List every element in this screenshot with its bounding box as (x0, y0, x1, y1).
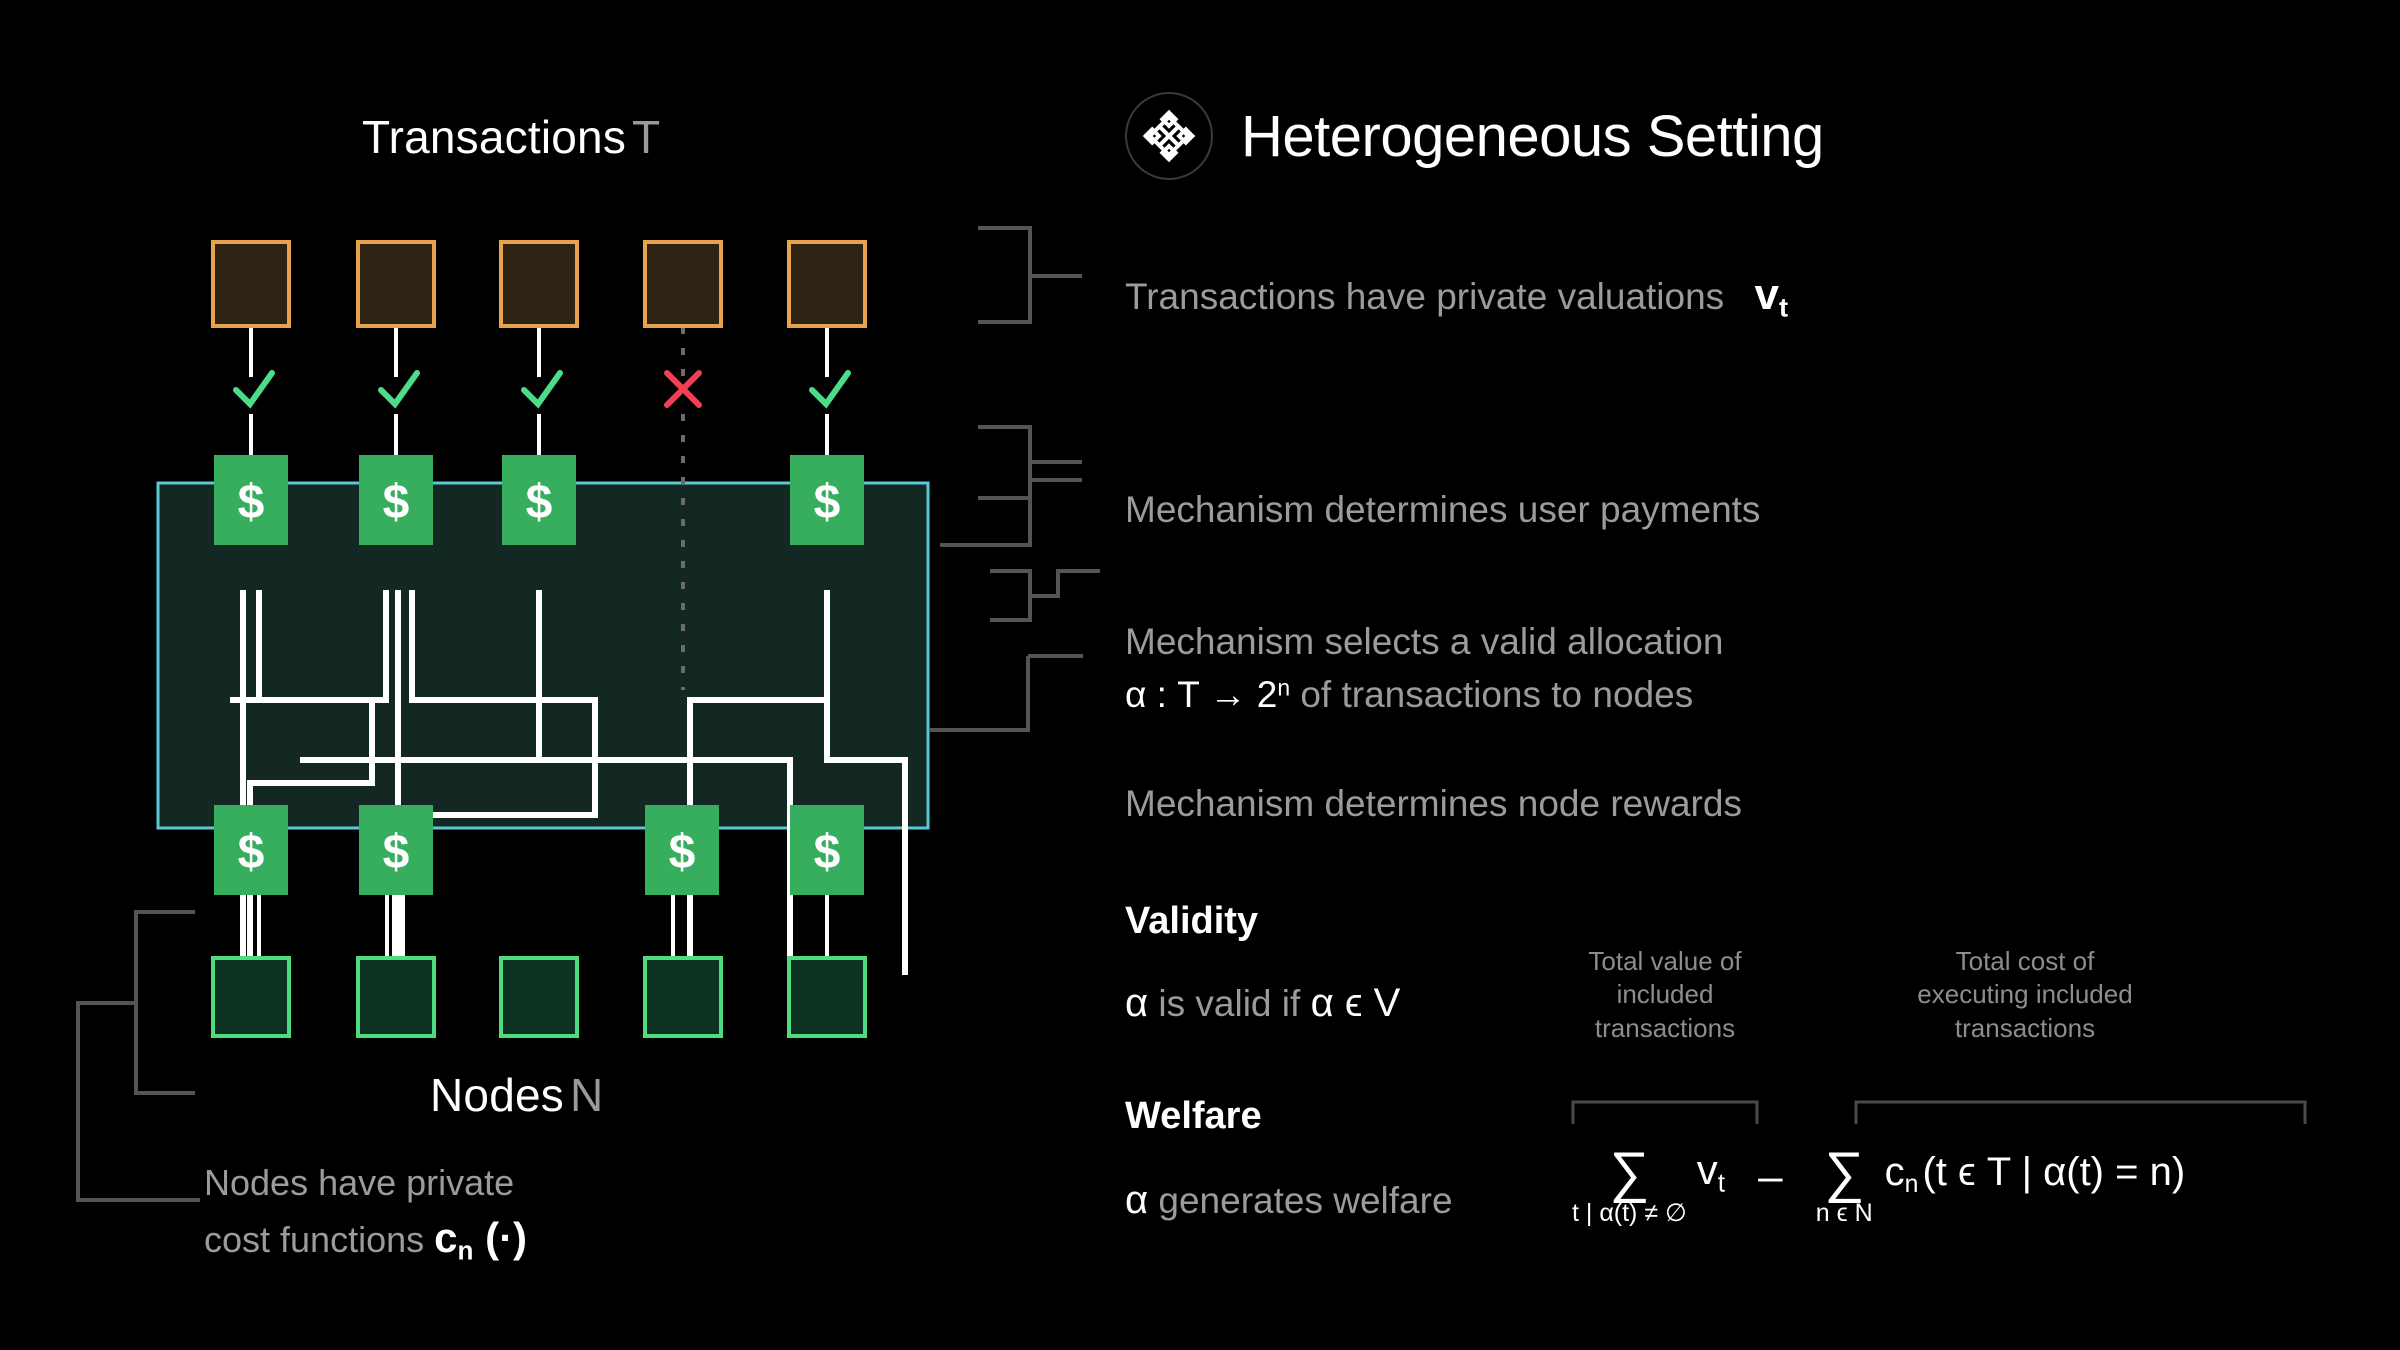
welfare-statement: α generates welfare (1125, 1172, 1453, 1229)
note-payments: Mechanism determines user payments (1125, 489, 1761, 530)
annotation-brackets (1571, 1100, 2307, 1124)
page-title: Heterogeneous Setting (1241, 103, 1824, 169)
value-symbol-sub: t (1717, 1167, 1726, 1198)
money-node[interactable]: $ (645, 805, 719, 895)
dollar-icon: $ (814, 476, 841, 529)
note-allocation-line1: Mechanism selects a valid allocation (1125, 621, 1724, 662)
formula-term-value: ∑ t | α(t) ≠ ∅ vt (1572, 1140, 1726, 1228)
value-symbol: v (1696, 1146, 1718, 1194)
validity-condition: α ϵ V (1310, 981, 1401, 1025)
payment-nodes-top: $ $ $ $ (214, 455, 864, 545)
transaction-box[interactable] (643, 240, 723, 328)
formula-term-cost: ∑ n ϵ N cn(t ϵ T | α(t) = n) (1815, 1140, 2186, 1228)
transactions-symbol: T (632, 111, 661, 163)
cross-icon (664, 370, 702, 408)
check-icon (233, 370, 275, 409)
cost-args: (t ϵ T | α(t) = n) (1922, 1149, 2186, 1194)
note-rewards: Mechanism determines node rewards (1125, 783, 1742, 824)
welfare-alpha: α (1125, 1178, 1149, 1222)
nodes-cost-note: Nodes have private cost functions cn (·) (204, 1157, 527, 1269)
panel-header: Heterogeneous Setting (1125, 92, 1824, 180)
money-node[interactable]: $ (502, 455, 576, 545)
dollar-icon: $ (814, 826, 841, 879)
transaction-box[interactable] (499, 240, 579, 328)
transaction-box[interactable] (787, 240, 867, 328)
money-node[interactable]: $ (359, 455, 433, 545)
reward-nodes-bottom: $ $ $ $ (214, 805, 864, 895)
transactions-label: Transactions (362, 111, 627, 163)
welfare-formula: ∑ t | α(t) ≠ ∅ vt – ∑ n ϵ N cn(t ϵ T | α… (1572, 1140, 2186, 1228)
cost-symbol: c (1884, 1149, 1905, 1194)
check-icon (521, 370, 563, 409)
money-node[interactable]: $ (790, 455, 864, 545)
allocation-exponent: n (1277, 674, 1291, 701)
dollar-icon: $ (383, 476, 410, 529)
node-box[interactable] (356, 956, 436, 1038)
money-node[interactable]: $ (790, 805, 864, 895)
node-box[interactable] (787, 956, 867, 1038)
money-node[interactable]: $ (359, 805, 433, 895)
nodes-cost-note-line2: cost functions (204, 1219, 425, 1261)
transaction-box[interactable] (356, 240, 436, 328)
mechanism-diagram: $ $ $ $ $ $ (76, 240, 930, 1202)
endless-knot-icon (1142, 109, 1196, 163)
cost-symbol-tail: (·) (485, 1214, 528, 1262)
note-valuations-text: Transactions have private valuations (1125, 276, 1725, 317)
node-boxes (211, 956, 867, 1038)
logo-badge (1125, 92, 1213, 180)
cost-symbol-sub: n (1904, 1170, 1919, 1198)
sum1-limit: t | α(t) ≠ ∅ (1572, 1199, 1687, 1228)
note-valuations: Transactions have private valuations vt (1125, 264, 1788, 327)
valuation-symbol-sub: t (1778, 291, 1789, 323)
cost-symbol-sub: n (457, 1235, 474, 1266)
sum2-limit: n ϵ N (1815, 1199, 1873, 1228)
node-box[interactable] (499, 956, 579, 1038)
nodes-cost-note-line1: Nodes have private (204, 1162, 515, 1203)
nodes-symbol: N (569, 1069, 604, 1121)
valuation-symbol: v (1754, 270, 1779, 319)
cost-symbol: c (434, 1214, 458, 1262)
node-box[interactable] (211, 956, 291, 1038)
sum2-sign: ∑ (1824, 1140, 1865, 1203)
money-node[interactable]: $ (214, 805, 288, 895)
sum-over-nodes: ∑ n ϵ N (1815, 1140, 1873, 1228)
node-box[interactable] (643, 956, 723, 1038)
validity-text: is valid if (1158, 983, 1301, 1024)
validity-heading: Validity (1125, 900, 1259, 942)
node-wires (241, 880, 829, 960)
transaction-boxes (211, 240, 867, 328)
check-icon (809, 370, 851, 409)
nodes-label: Nodes (430, 1069, 564, 1121)
welfare-text: generates welfare (1158, 1180, 1453, 1221)
sum-over-included: ∑ t | α(t) ≠ ∅ (1572, 1140, 1687, 1228)
welfare-heading: Welfare (1125, 1095, 1262, 1137)
validity-alpha: α (1125, 981, 1149, 1025)
transaction-status-marks (233, 370, 851, 409)
note-allocation-line2-tail: of transactions to nodes (1290, 673, 1694, 715)
nodes-note-bracket (76, 910, 200, 1202)
transaction-box[interactable] (211, 240, 291, 328)
validity-statement: α is valid if α ϵ V (1125, 975, 1400, 1032)
dollar-icon: $ (238, 826, 265, 879)
allocation-connector (930, 654, 1083, 732)
dollar-icon: $ (669, 826, 696, 879)
dollar-icon: $ (383, 826, 410, 879)
check-icon (378, 370, 420, 409)
dollar-icon: $ (526, 476, 553, 529)
money-node[interactable]: $ (214, 455, 288, 545)
formula-minus: – (1758, 1151, 1783, 1201)
dollar-icon: $ (238, 476, 265, 529)
allocation-map: α : T → 2 (1125, 673, 1278, 715)
transaction-wires (249, 327, 829, 465)
sum1-sign: ∑ (1609, 1140, 1650, 1203)
connector-brackets (940, 226, 1100, 622)
note-allocation: Mechanism selects a valid allocation α :… (1125, 616, 1723, 721)
